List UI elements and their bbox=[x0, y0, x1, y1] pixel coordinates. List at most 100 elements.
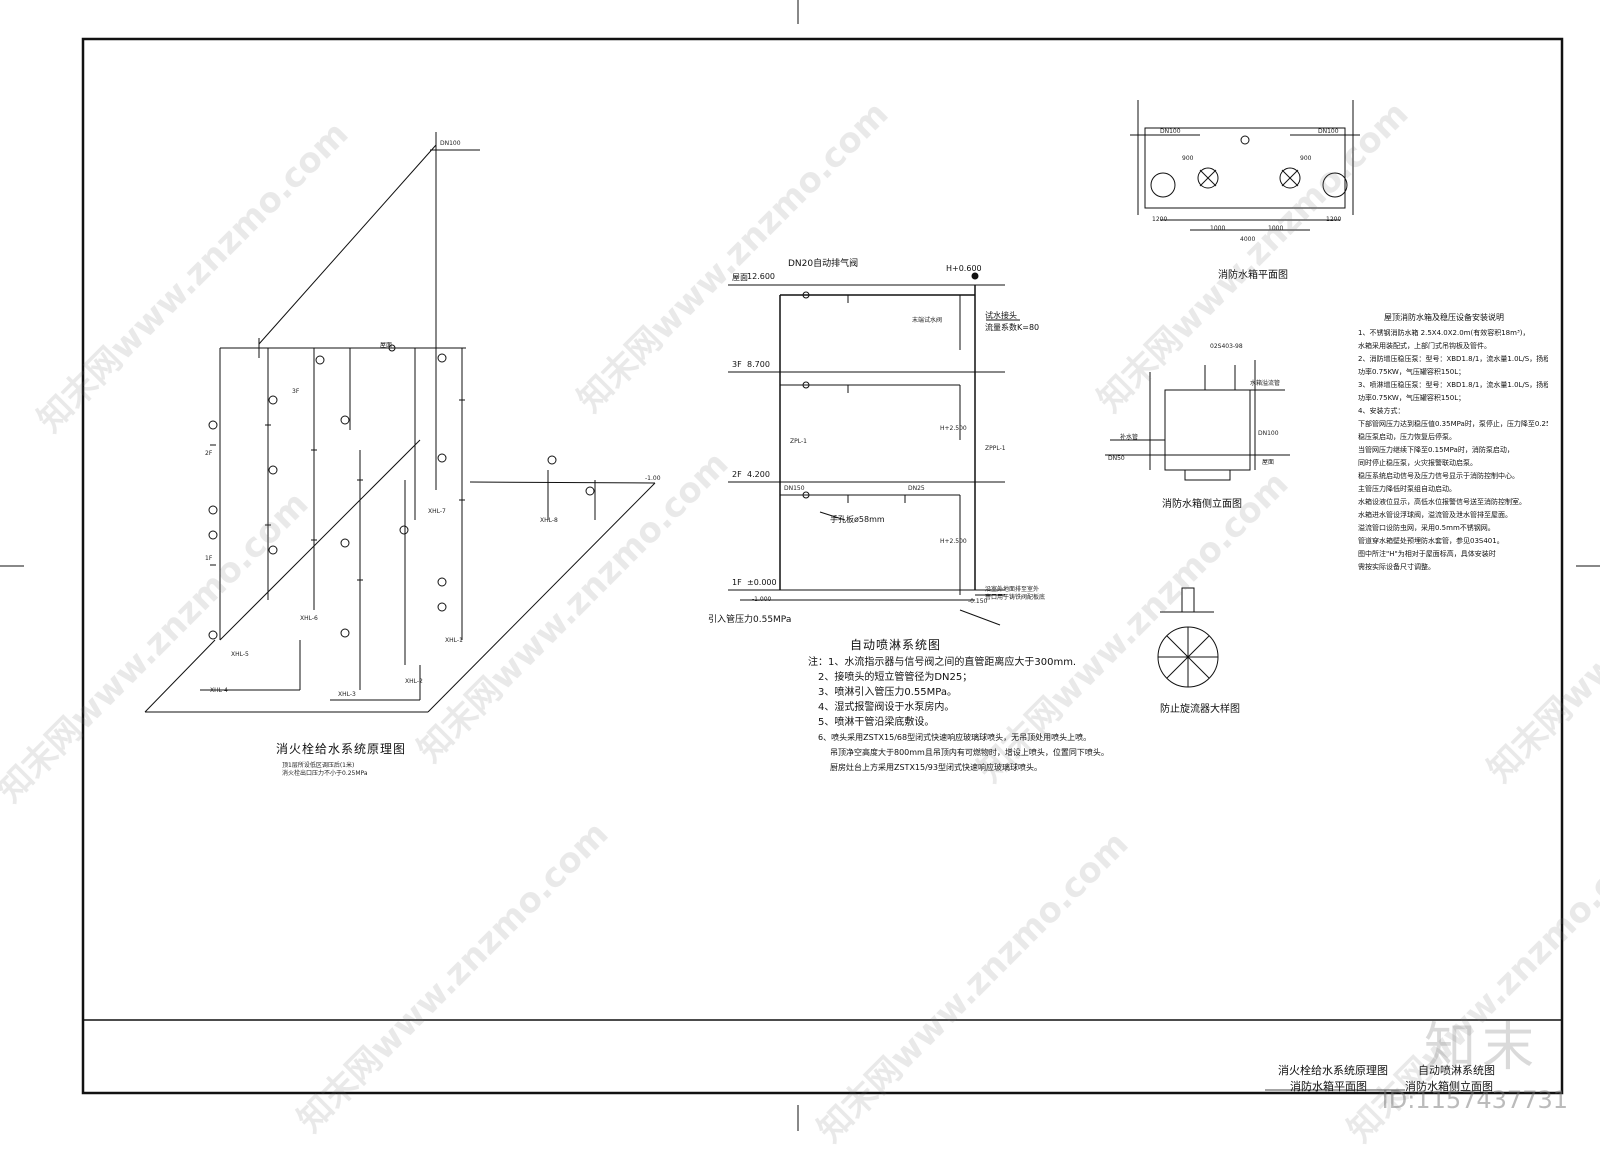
spec-notes-title: 屋顶消防水箱及稳压设备安装说明 bbox=[1384, 313, 1504, 322]
riser-label-xhl7: XHL-7 bbox=[428, 508, 446, 515]
hydrant-box-icon bbox=[208, 344, 595, 640]
spec-line: 同时停止稳压泵，火灾报警联动启泵。 bbox=[1358, 459, 1477, 467]
tank-plan-dim-b: 1000 bbox=[1268, 225, 1284, 232]
hydrant-system-diagram bbox=[144, 132, 656, 713]
test-head-label: 试水接头 bbox=[985, 311, 1017, 320]
tank-plan-dim-total: 4000 bbox=[1240, 236, 1256, 243]
elev-roof-label: 屋面 bbox=[1262, 459, 1275, 466]
sprinkler-note-4: 4、湿式报警阀设于水泵房内。 bbox=[818, 702, 955, 713]
elev-std-ref: 02S403-98 bbox=[1210, 343, 1243, 350]
riser-zpl: ZPL-1 bbox=[790, 438, 807, 445]
level-3f-name: 3F bbox=[732, 360, 742, 369]
exhaust-valve-label: DN20自动排气阀 bbox=[788, 259, 859, 269]
tank-plan-title: 消防水箱平面图 bbox=[1218, 270, 1288, 281]
flow-coefficient: 流量系数K=80 bbox=[985, 323, 1040, 332]
elev-makeup-label: 补水管 bbox=[1120, 434, 1139, 441]
vortex-detail-diagram bbox=[1157, 587, 1219, 688]
spec-line: 1、不锈钢消防水箱 2.5X4.0X2.0m(有效容积18m³)， bbox=[1358, 329, 1530, 337]
riser-zppl: ZPPL-1 bbox=[985, 445, 1006, 452]
spec-line: 需按实际设备尺寸调整。 bbox=[1358, 563, 1435, 571]
spec-line: 溢流管口设防虫网，采用0.5mm不锈钢网。 bbox=[1358, 524, 1495, 532]
level-3f-elev: 8.700 bbox=[747, 360, 770, 369]
level-roof-elev: 12.600 bbox=[747, 272, 775, 281]
outlet-note-2: 窨口用于铸铁阀配板底 bbox=[985, 594, 1046, 601]
elev-pipe-dn50: DN50 bbox=[1108, 455, 1125, 462]
level-1f-name: 1F bbox=[732, 578, 742, 587]
roof-point-elev: H+0.600 bbox=[946, 264, 982, 273]
depth-mark-1: -1.000 bbox=[752, 596, 772, 603]
floor-label-2f: 2F bbox=[205, 450, 213, 457]
riser-label-xhl8: XHL-8 bbox=[540, 517, 558, 524]
hydrant-diagram-title: 消火栓给水系统原理图 bbox=[276, 742, 407, 756]
inlet-pressure-label: 引入管压力0.55MPa bbox=[708, 615, 792, 625]
spec-line: 4、安装方式： bbox=[1358, 407, 1405, 415]
spec-notes-list: 1、不锈钢消防水箱 2.5X4.0X2.0m(有效容积18m³)， 水箱采用装配… bbox=[1358, 327, 1548, 574]
tank-plan-dim-a: 1000 bbox=[1210, 225, 1226, 232]
spec-line: 下部管网压力达到稳压值0.35MPa时，泵停止，压力降至0.25MPa时， bbox=[1358, 420, 1548, 428]
sprinkler-system-diagram bbox=[728, 272, 1020, 626]
tank-plan-dim-f: 900 bbox=[1300, 155, 1312, 162]
hydrant-pipe-label: DN100 bbox=[440, 140, 461, 147]
branch-pipe-size: DN25 bbox=[908, 485, 925, 492]
riser-label-xhl2: XHL-2 bbox=[405, 678, 423, 685]
tank-elevation-diagram bbox=[1105, 360, 1290, 481]
document-id: ID:1157437731 bbox=[1381, 1086, 1568, 1114]
sprinkler-note-5: 5、喷淋干管沿梁底敷设。 bbox=[818, 717, 935, 728]
spec-line: 水箱采用装配式，上部门式吊钩板及管件。 bbox=[1358, 342, 1491, 350]
tank-plan-diagram bbox=[1130, 100, 1360, 231]
riser-label-xhl4: XHL-4 bbox=[210, 687, 228, 694]
tank-plan-dim-e: 900 bbox=[1182, 155, 1194, 162]
test-valve-label: 末端试水阀 bbox=[912, 317, 943, 324]
spec-line: 3、喷淋增压稳压泵：型号：XBD1.8/1，流水量1.0L/S，扬程0.18MP… bbox=[1358, 381, 1548, 389]
outlet-note-1: 沿室外地面排至室外 bbox=[985, 586, 1040, 593]
level-2f-name: 2F bbox=[732, 470, 742, 479]
spec-line: 功率0.75KW，气压罐容积150L； bbox=[1358, 368, 1466, 376]
hydrant-note-1: 顶1层所设低区调压后(1米) bbox=[282, 762, 355, 769]
spec-line: 稳压泵启动，压力恢复后停泵。 bbox=[1358, 433, 1456, 441]
brand-watermark: 知末 bbox=[1423, 1018, 1540, 1078]
title-block-drawing-3: 消防水箱平面图 bbox=[1290, 1080, 1367, 1093]
level-2f-elev: 4.200 bbox=[747, 470, 770, 479]
elev-overflow-label: 水箱溢流管 bbox=[1250, 380, 1281, 387]
h-mark-2: H+2.500 bbox=[940, 538, 967, 545]
riser-label-xhl5: XHL-5 bbox=[231, 651, 249, 658]
spec-line: 当管网压力继续下降至0.15MPa时，消防泵启动， bbox=[1358, 446, 1514, 454]
spec-line: 管道穿水箱壁处预埋防水套管，参见03S401。 bbox=[1358, 537, 1504, 545]
floor-label-1f: 1F bbox=[205, 555, 213, 562]
h-mark-1: H+2.500 bbox=[940, 425, 967, 432]
floor-label-3f: 3F bbox=[292, 388, 300, 395]
riser-label-xhl3: XHL-3 bbox=[338, 691, 356, 698]
sprinkler-note-1: 注：1、水流指示器与信号阀之间的直管距离应大于300mm. bbox=[808, 657, 1077, 668]
spec-line: 水箱进水管设浮球阀，溢流管及泄水管排至屋面。 bbox=[1358, 511, 1512, 519]
hydrant-note-2: 消火栓出口压力不小于0.25MPa bbox=[282, 770, 368, 777]
tank-plan-dim-d: 1200 bbox=[1326, 216, 1342, 223]
spec-line: 图中所注"H"为相对于屋面标高，具体安装时 bbox=[1358, 550, 1496, 558]
spec-line: 主管压力降低时泵组自动启动。 bbox=[1358, 485, 1456, 493]
riser-label-xhl1: XHL-1 bbox=[445, 637, 463, 644]
sprinkler-note-3: 3、喷淋引入管压力0.55MPa。 bbox=[818, 687, 957, 698]
spec-line: 稳压系统启动信号及压力信号显示于消防控制中心。 bbox=[1358, 472, 1519, 480]
riser-label-xhl6: XHL-6 bbox=[300, 615, 318, 622]
title-block-drawing-1: 消火栓给水系统原理图 bbox=[1278, 1064, 1388, 1077]
sprinkler-diagram-title: 自动喷淋系统图 bbox=[850, 638, 942, 652]
floor-label-roof: 屋面 bbox=[380, 342, 393, 349]
title-block-drawing-4: 消防水箱侧立面图 bbox=[1405, 1080, 1493, 1093]
spec-line: 水箱设液位显示，高低水位报警信号送至消防控制室。 bbox=[1358, 498, 1526, 506]
sprinkler-note-6: 6、喷头采用ZSTX15/68型闭式快速响应玻璃球喷头，无吊顶处用喷头上喷。 bbox=[818, 733, 1092, 742]
spec-line: 2、消防增压稳压泵：型号：XBD1.8/1，流水量1.0L/S，扬程0.18MP… bbox=[1358, 355, 1548, 363]
level-roof-name: 屋面 bbox=[732, 273, 748, 282]
depth-mark-2: -0.150 bbox=[968, 598, 988, 605]
tank-plan-pipe-2: DN100 bbox=[1318, 128, 1339, 135]
tank-plan-pipe-1: DN100 bbox=[1160, 128, 1181, 135]
tank-elevation-title: 消防水箱侧立面图 bbox=[1162, 499, 1242, 510]
elev-pipe-dn100: DN100 bbox=[1258, 430, 1279, 437]
hydrant-level: -1.00 bbox=[645, 475, 661, 482]
spec-line: 功率0.75KW，气压罐容积150L； bbox=[1358, 394, 1466, 402]
main-pipe-size: DN150 bbox=[784, 485, 805, 492]
level-1f-elev: ±0.000 bbox=[747, 578, 777, 587]
sprinkler-note-8: 厨房灶台上方采用ZSTX15/93型闭式快速响应玻璃球喷头。 bbox=[830, 763, 1042, 772]
tank-plan-dim-c: 1200 bbox=[1152, 216, 1168, 223]
sprinkler-note-7: 吊顶净空高度大于800mm且吊顶内有可燃物时，增设上喷头，位置同下喷头。 bbox=[830, 748, 1109, 757]
